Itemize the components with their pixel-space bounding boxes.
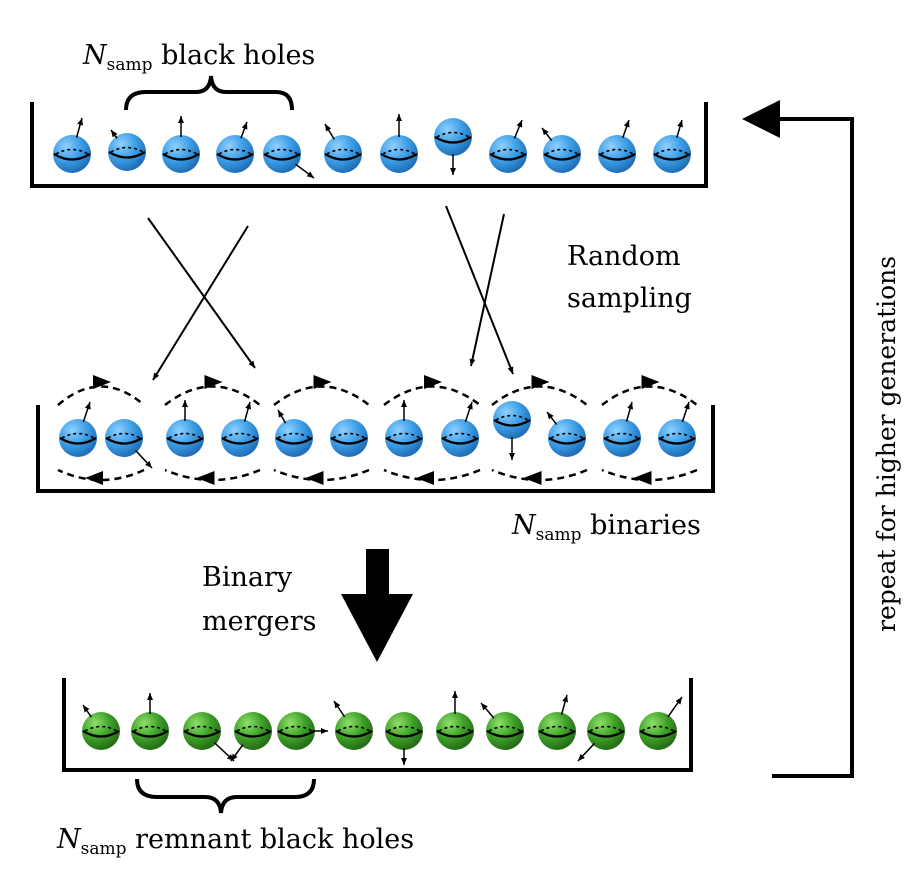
remnant-black-hole [639, 696, 683, 750]
black-hole [53, 117, 91, 173]
bottom-label: Nsamp remnant black holes [57, 824, 415, 859]
remnant-black-hole [183, 712, 235, 762]
remnant-black-hole [385, 712, 423, 765]
remnant-black-hole [538, 694, 576, 750]
binary-pair [491, 375, 588, 485]
black-hole [162, 116, 200, 173]
black-hole [330, 419, 368, 457]
binary-pair [57, 375, 153, 485]
black-hole [441, 401, 479, 457]
black-hole [493, 401, 531, 460]
black-hole [658, 401, 696, 457]
orbit-arrow [641, 375, 660, 389]
remnant-black-hole [230, 712, 272, 762]
remnant-black-hole [577, 712, 625, 762]
black-hole [105, 419, 153, 469]
black-hole [221, 401, 259, 457]
bottom-container [62, 678, 693, 772]
binary-pair [601, 375, 698, 485]
black-hole [108, 129, 146, 171]
orbit-arrow [204, 375, 223, 389]
remnant-black-holes [82, 691, 683, 765]
black-hole [59, 401, 97, 457]
remnant-black-hole [333, 700, 373, 750]
top-container [30, 102, 708, 188]
orbit-arrow [416, 471, 434, 485]
orbit-arrow [424, 375, 442, 389]
binary-mergers-line1: Binary [202, 562, 293, 593]
black-hole [380, 114, 418, 173]
repeat-arrowhead [742, 100, 780, 138]
middle-label: Nsamp binaries [512, 510, 701, 545]
black-hole [166, 400, 204, 457]
binary-mergers-label: Binary mergers [202, 556, 317, 644]
random-sampling-line2: sampling [567, 283, 692, 314]
repeat-label: repeat for higher generations [872, 255, 901, 632]
binary-mergers-line2: mergers [202, 606, 317, 637]
orbit-arrow [531, 375, 550, 389]
black-hole [216, 121, 254, 173]
orbit-arrow [196, 471, 215, 485]
sampling-lines [147, 205, 514, 381]
black-hole [653, 119, 691, 173]
random-sampling-label: Random sampling [567, 236, 692, 320]
black-hole [324, 123, 362, 173]
top-brace [124, 75, 294, 111]
top-black-holes [53, 114, 691, 179]
binary-pair [273, 375, 370, 485]
black-hole [603, 401, 641, 457]
orbit-arrow [633, 471, 652, 485]
remnant-black-hole [436, 691, 474, 750]
orbit-arrow [523, 471, 542, 485]
black-hole [434, 118, 472, 175]
remnant-black-hole [82, 704, 120, 750]
orbit-arrow [93, 375, 111, 389]
black-hole [489, 119, 527, 173]
remnant-black-hole [480, 702, 524, 750]
orbit-arrow [85, 471, 103, 485]
middle-container [36, 405, 715, 493]
black-hole [275, 409, 313, 457]
remnant-black-hole [277, 712, 328, 750]
black-hole [546, 411, 586, 457]
black-hole [385, 400, 423, 457]
bottom-brace [135, 778, 316, 814]
top-label: Nsamp black holes [83, 40, 316, 75]
random-sampling-line1: Random [567, 241, 681, 272]
remnant-black-hole [131, 693, 169, 750]
black-hole [598, 119, 636, 173]
binaries-group [57, 375, 698, 485]
repeat-loop-line [772, 117, 854, 778]
black-hole [263, 135, 315, 179]
binary-pair [383, 375, 481, 485]
orbit-arrow [305, 471, 324, 485]
orbit-arrow [313, 375, 332, 389]
black-hole [541, 127, 581, 173]
binary-pair [164, 375, 261, 485]
binary-mergers-arrow [341, 549, 413, 662]
